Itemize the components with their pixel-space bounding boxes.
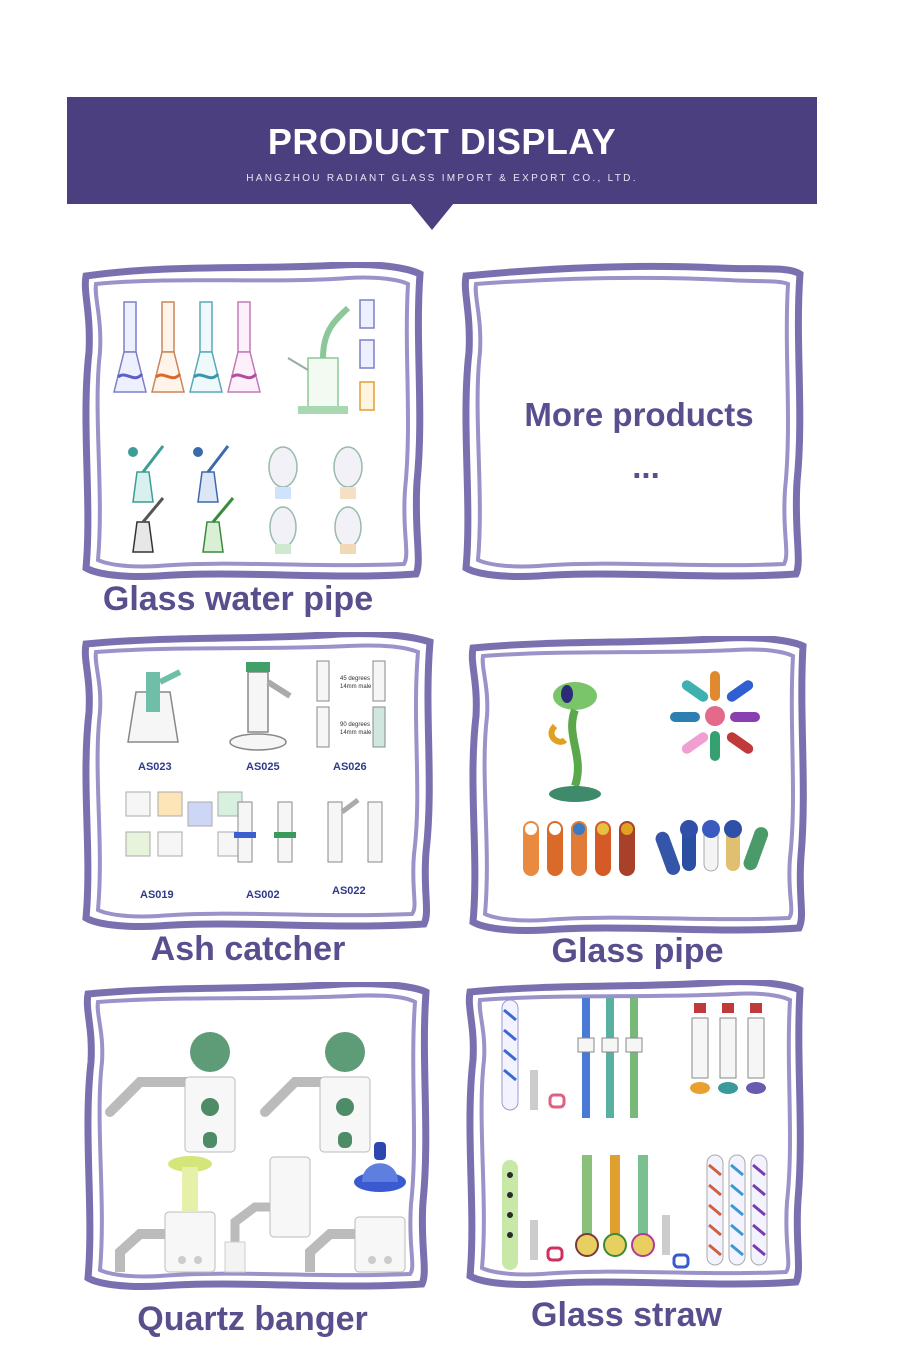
- spec-note: 45 degrees: [340, 676, 370, 682]
- small-rigs: [359, 299, 375, 411]
- card-frame: [81, 262, 424, 580]
- category-label: Quartz banger: [137, 1300, 368, 1338]
- product-code: AS025: [246, 761, 280, 773]
- more-products-ellipsis: ...: [632, 448, 660, 485]
- company-name: HANGZHOU RADIANT GLASS IMPORT & EXPORT C…: [246, 173, 638, 184]
- product-code: AS026: [333, 761, 367, 773]
- card-frame: [461, 262, 804, 580]
- category-card-quartz-banger[interactable]: Quartz banger: [80, 982, 435, 1338]
- card-frame: [83, 982, 430, 1290]
- glass-straw-images: [501, 998, 768, 1270]
- product-code: AS019: [140, 889, 174, 901]
- category-card-more-products[interactable]: More products ...: [458, 262, 808, 582]
- more-products-text: More products: [524, 396, 754, 433]
- card-frame: AS023 AS025 AS026 AS019 AS002 AS022 45 d…: [81, 632, 434, 930]
- beaker-bong-group: [113, 301, 261, 393]
- category-label: Glass pipe: [551, 932, 724, 970]
- card-frame: [468, 636, 807, 934]
- category-card-glass-straw[interactable]: Glass straw: [462, 980, 807, 1334]
- category-label: Glass straw: [531, 1296, 722, 1334]
- spec-note: 14mm male: [340, 684, 372, 690]
- banner-pointer: [410, 203, 454, 230]
- glass-pipe-images: [523, 671, 769, 876]
- page-title: PRODUCT DISPLAY: [267, 121, 617, 162]
- category-card-glass-water-pipe[interactable]: Glass water pipe: [78, 262, 428, 618]
- green-rig: [287, 305, 351, 414]
- quartz-banger-images: [105, 1032, 406, 1273]
- ash-catcher-images: [125, 660, 386, 863]
- product-code: AS023: [138, 761, 172, 773]
- product-code: AS022: [332, 885, 366, 897]
- category-card-ash-catcher[interactable]: AS023 AS025 AS026 AS019 AS002 AS022 45 d…: [78, 632, 438, 968]
- card-frame: [465, 980, 804, 1288]
- category-label: Ash catcher: [150, 930, 346, 968]
- product-code: AS002: [246, 889, 280, 901]
- category-label: Glass water pipe: [102, 580, 374, 618]
- recycler-rigs: [128, 445, 363, 554]
- category-card-glass-pipe[interactable]: Glass pipe: [465, 636, 810, 970]
- spec-note: 14mm male: [340, 730, 372, 736]
- header-banner: PRODUCT DISPLAY HANGZHOU RADIANT GLASS I…: [67, 97, 817, 204]
- spec-note: 90 degrees: [340, 722, 370, 728]
